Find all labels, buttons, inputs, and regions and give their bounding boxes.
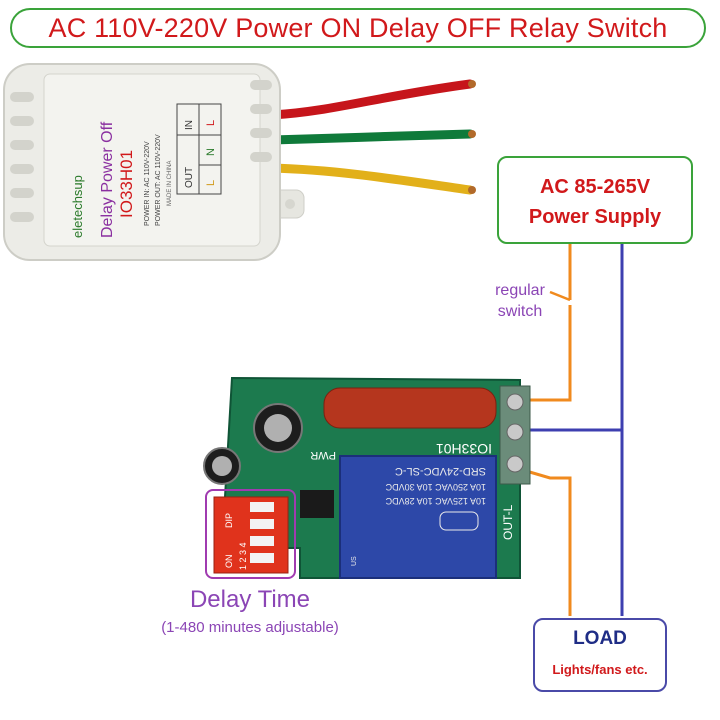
power-supply-box: AC 85-265V Power Supply (497, 156, 693, 244)
terminal-out-label: OUT (184, 167, 195, 188)
module-brand: eletechsup (70, 175, 85, 238)
board-model: IO33H01 (436, 441, 492, 457)
board-pwr: PWR (310, 449, 336, 461)
dip-switch-highlight (205, 489, 296, 579)
regular-switch-label: regular switch (470, 280, 570, 322)
module-model: IO33H01 (117, 150, 136, 218)
load-box: LOAD Lights/fans etc. (533, 618, 667, 692)
switch-label-line1: regular (495, 282, 545, 299)
page-title: AC 110V-220V Power ON Delay OFF Relay Sw… (48, 12, 668, 43)
switch-label-line2: switch (497, 303, 543, 320)
terminal-l2-label: L (205, 180, 217, 186)
power-supply-label: Power Supply (528, 206, 662, 228)
dip-label: DIP (224, 513, 234, 528)
controller-module: eletechsup Delay Power Off IO33H01 POWER… (3, 63, 476, 261)
terminal-n-label: N (205, 148, 217, 156)
module-power-in: POWER IN: AC 110V-220V (144, 141, 151, 226)
relay-rating-2: 10A 125VAC 10A 28VDC (385, 496, 486, 506)
delay-time-title: Delay Time (189, 586, 311, 613)
blue-wire (520, 244, 624, 616)
svg-text:US: US (351, 556, 358, 566)
module-name: Delay Power Off (99, 121, 116, 238)
relay-board: US . SRD-24VDC-SL-C 10A 250VAC 10A 30VDC… (203, 376, 531, 579)
module-made-in: MADE IN CHINA (167, 161, 173, 206)
terminal-in-label: IN (184, 120, 195, 130)
terminal-l1-label: L (205, 120, 217, 126)
board-out-label: OUT-L (501, 504, 515, 540)
orange-wire (515, 244, 572, 616)
relay-model-text: SRD-24VDC-SL-C (395, 465, 486, 477)
power-supply-voltage: AC 85-265V (539, 176, 651, 198)
dip-numbers: 1 2 3 4 (238, 542, 248, 570)
delay-time-subtitle: (1-480 minutes adjustable) (161, 619, 339, 636)
relay-rating-1: 10A 250VAC 10A 30VDC (385, 482, 486, 492)
load-subtitle: Lights/fans etc. (552, 662, 648, 677)
load-title: LOAD (573, 628, 627, 649)
title-banner: AC 110V-220V Power ON Delay OFF Relay Sw… (10, 8, 706, 48)
module-power-out: POWER OUT: AC 110V-220V (155, 134, 162, 226)
dip-on-label: ON (224, 555, 234, 569)
